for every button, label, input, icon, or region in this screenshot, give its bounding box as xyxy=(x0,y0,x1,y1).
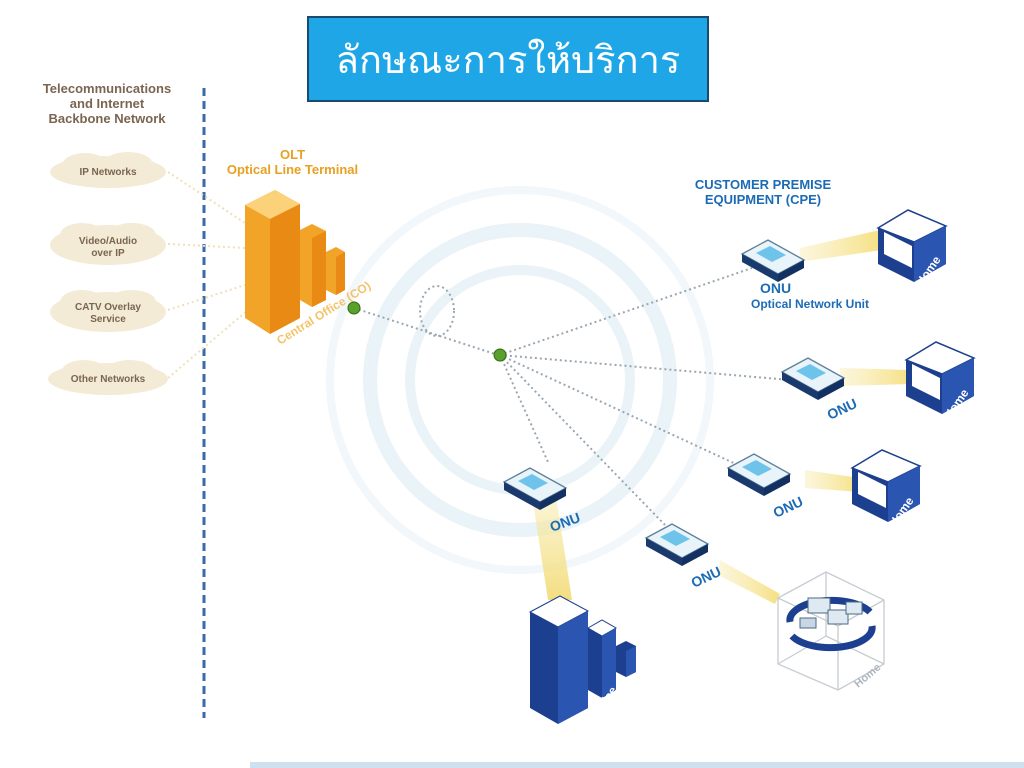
home-cube-3 xyxy=(850,449,922,522)
home-cube-1 xyxy=(876,209,948,282)
home-cube-2 xyxy=(904,341,976,414)
fiber-lines xyxy=(353,267,791,526)
onu-main-abbr: ONU xyxy=(760,280,792,296)
backbone-label-line-2: and Internet xyxy=(69,95,145,111)
cpe-label-line-1: CUSTOMER PREMISE xyxy=(694,177,832,192)
cloud-connectors xyxy=(167,171,249,379)
onu-device-5 xyxy=(644,523,710,566)
background-rings xyxy=(326,186,714,574)
cloud-ip-networks xyxy=(50,152,166,188)
onu-device-1 xyxy=(740,239,806,282)
page-title: ลักษณะการให้บริการ xyxy=(335,37,681,82)
backbone-label: Telecommunications and Internet Backbone… xyxy=(22,81,192,127)
cloud-other-networks xyxy=(48,360,168,395)
home-label-4: Home xyxy=(852,661,883,690)
cloud-label-other: Other Networks xyxy=(71,374,146,385)
cpe-label-line-2: EQUIPMENT (CPE) xyxy=(704,191,822,207)
olt-abbr: OLT xyxy=(279,147,306,162)
onu-label-5: ONU xyxy=(689,563,724,591)
cloud-label-catv: CATV Overlay xyxy=(75,302,141,313)
cloud-labels: IP Networks Video/Audio over IP CATV Ove… xyxy=(71,167,146,385)
office-building xyxy=(528,595,636,724)
cloud-label-ip: IP Networks xyxy=(79,167,136,178)
olt-full: Optical Line Terminal xyxy=(226,161,359,177)
cpe-label: CUSTOMER PREMISE EQUIPMENT (CPE) xyxy=(668,177,858,208)
cloud-label-catv-2: Service xyxy=(90,314,126,325)
cloud-label-video-2: over IP xyxy=(91,248,125,259)
backbone-label-line-1: Telecommunications xyxy=(42,81,172,96)
title-box: ลักษณะการให้บริการ xyxy=(307,16,709,102)
olt-label: OLT Optical Line Terminal xyxy=(205,147,380,178)
onu-device-2 xyxy=(780,357,846,400)
onu-main-full: Optical Network Unit xyxy=(750,297,869,311)
onu-label-3: ONU xyxy=(771,493,806,521)
light-beams xyxy=(532,230,912,604)
onu-device-3 xyxy=(726,453,792,496)
cloud-video-audio xyxy=(50,223,166,265)
onu-device-4 xyxy=(502,467,568,510)
olt-port-dot xyxy=(347,301,361,315)
onu-label-2: ONU xyxy=(825,395,860,423)
footer-bar xyxy=(250,762,1024,768)
cloud-label-video: Video/Audio xyxy=(79,236,137,247)
splitter-dot xyxy=(493,348,507,362)
cloud-catv-overlay xyxy=(50,290,166,332)
backbone-label-line-3: Backbone Network xyxy=(48,110,166,126)
olt-building xyxy=(245,190,345,334)
computer-icons xyxy=(799,597,863,629)
